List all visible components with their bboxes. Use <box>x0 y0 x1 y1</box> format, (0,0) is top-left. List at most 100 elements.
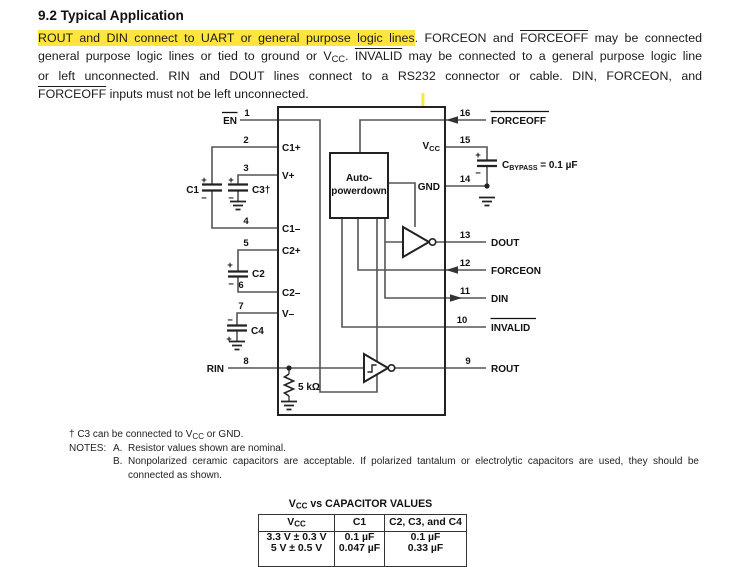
svg-text:13: 13 <box>460 230 471 241</box>
svg-text:+: + <box>228 175 234 186</box>
svg-text:−: − <box>228 193 234 204</box>
svg-text:−: − <box>228 279 234 290</box>
note-b-text: Nonpolarized ceramic capacitors are acce… <box>128 456 699 467</box>
arrow-right-icon <box>450 294 462 302</box>
svg-text:14: 14 <box>460 174 471 185</box>
svg-text:16: 16 <box>460 108 471 119</box>
svg-text:+: + <box>201 175 207 186</box>
table-title: VCC vs CAPACITOR VALUES <box>288 498 433 511</box>
hysteresis-icon <box>367 364 377 373</box>
svg-text:C4: C4 <box>251 326 264 337</box>
paragraph-line-2: general purpose logic lines or tied to g… <box>38 48 702 64</box>
svg-text:11: 11 <box>460 286 471 297</box>
capacitor-plates <box>202 159 497 332</box>
svg-text:powerdown: powerdown <box>331 186 387 197</box>
paragraph-line-1: ROUT and DIN connect to UART or general … <box>38 30 702 46</box>
svg-text:C1: C1 <box>186 185 199 196</box>
ground-icon <box>281 400 297 411</box>
svg-text:V+: V+ <box>282 171 295 182</box>
svg-text:C1+: C1+ <box>282 143 301 154</box>
svg-text:4: 4 <box>243 216 249 227</box>
right-pin-numbers: 16 15 14 13 12 11 10 9 <box>457 108 471 367</box>
receiver-schmitt-triangle-icon <box>363 352 396 384</box>
capacitor-labels: C1 C3† C2 C4 <box>186 185 270 337</box>
table-header-row: VCC C1 C2, C3, and C4 <box>258 513 467 532</box>
svg-text:FORCEON: FORCEON <box>491 266 541 277</box>
svg-text:+: + <box>226 334 232 345</box>
section-heading: 9.2 Typical Application <box>38 8 184 23</box>
svg-text:INVALID: INVALID <box>491 323 530 334</box>
svg-text:+: + <box>475 150 481 161</box>
svg-text:C1–: C1– <box>282 224 301 235</box>
note-b-label: B. <box>113 456 123 467</box>
vcc-capacitor-table: VCC vs CAPACITOR VALUES VCC C1 C2, C3, a… <box>258 498 467 567</box>
resistor-icon <box>282 373 296 397</box>
auto-powerdown-box <box>329 152 389 219</box>
svg-text:−: − <box>227 315 233 326</box>
svg-text:9: 9 <box>465 356 470 367</box>
polarity-marks: + − + − + − − + + − <box>201 150 481 345</box>
forceoff-overline-text: FORCEOFF <box>520 31 589 45</box>
inner-pin-labels-left: C1+ V+ C1– C2+ C2– V– <box>282 143 301 320</box>
gnd-inner-label: GND <box>418 182 440 193</box>
forceoff-overline-text: FORCEOFF <box>38 86 107 101</box>
ground-icon <box>230 200 246 211</box>
highlighted-sentence: ROUT and DIN connect to UART or general … <box>38 30 415 46</box>
svg-text:−: − <box>475 168 481 179</box>
ground-symbols <box>229 196 495 411</box>
svg-text:5: 5 <box>243 238 249 249</box>
capacitor-c4 <box>227 324 247 332</box>
right-pin-labels: FORCEOFF DOUT FORCEON DIN INVALID ROUT <box>491 116 546 375</box>
vcc-inner-label: VCC <box>422 141 440 153</box>
notes-label: NOTES: <box>69 442 107 454</box>
pin-label-rin: RIN <box>207 364 224 375</box>
note-b-text-cont: connected as shown. <box>128 469 222 481</box>
invalid-overline-text: INVALID <box>354 48 403 63</box>
cell-vcc: 3.3 V ± 0.3 V 5 V ± 0.5 V <box>258 530 335 567</box>
pin-label-en: EN <box>223 116 237 127</box>
junction-dot <box>484 183 490 189</box>
svg-text:3: 3 <box>243 163 248 174</box>
arrow-left-icon <box>446 266 458 274</box>
chip-outline <box>277 106 446 416</box>
capacitor-c2 <box>228 270 248 278</box>
driver-triangle-icon <box>402 225 437 259</box>
svg-text:V–: V– <box>282 309 295 320</box>
svg-text:DIN: DIN <box>491 294 508 305</box>
col-header-c234: C2, C3, and C4 <box>384 513 467 532</box>
auto-powerdown-label: Auto- <box>346 173 372 184</box>
svg-text:6: 6 <box>238 280 243 291</box>
svg-text:8: 8 <box>243 356 248 367</box>
overlines <box>222 110 549 320</box>
svg-text:FORCEOFF: FORCEOFF <box>491 116 546 127</box>
svg-text:ROUT: ROUT <box>491 364 519 375</box>
svg-text:DOUT: DOUT <box>491 238 519 249</box>
table-data-row: 3.3 V ± 0.3 V 5 V ± 0.5 V 0.1 µF 0.047 µ… <box>258 530 467 567</box>
svg-text:7: 7 <box>238 301 243 312</box>
svg-text:C2–: C2– <box>282 288 301 299</box>
capacitor-c3 <box>228 183 248 192</box>
svg-text:1: 1 <box>244 108 250 119</box>
arrow-left-icon <box>446 116 458 124</box>
paragraph-line-4: FORCEOFF inputs must not be left unconne… <box>38 86 309 101</box>
left-pin-numbers: 1 2 3 4 5 6 7 8 <box>238 108 250 367</box>
svg-text:2: 2 <box>243 135 248 146</box>
svg-text:C3†: C3† <box>252 185 270 196</box>
note-a-text: Resistor values shown are nominal. <box>128 442 286 454</box>
body-paragraph: ROUT and DIN connect to UART or general … <box>38 30 702 103</box>
dagger-footnote: † C3 can be connected to VCC or GND. <box>69 429 244 441</box>
cell-c234: 0.1 µF 0.33 µF <box>384 530 467 567</box>
cbypass-label: CBYPASS = 0.1 µF <box>502 160 577 172</box>
cell-c1: 0.1 µF 0.047 µF <box>334 530 385 567</box>
col-header-c1: C1 <box>334 513 385 532</box>
svg-text:−: − <box>201 193 207 204</box>
svg-text:+: + <box>227 260 233 271</box>
svg-text:C2: C2 <box>252 269 265 280</box>
col-header-vcc: VCC <box>258 513 335 532</box>
junction-dot <box>286 365 292 371</box>
capacitor-c1 <box>202 183 222 192</box>
note-a-label: A. <box>113 442 123 454</box>
capacitor-cbypass <box>477 159 497 168</box>
